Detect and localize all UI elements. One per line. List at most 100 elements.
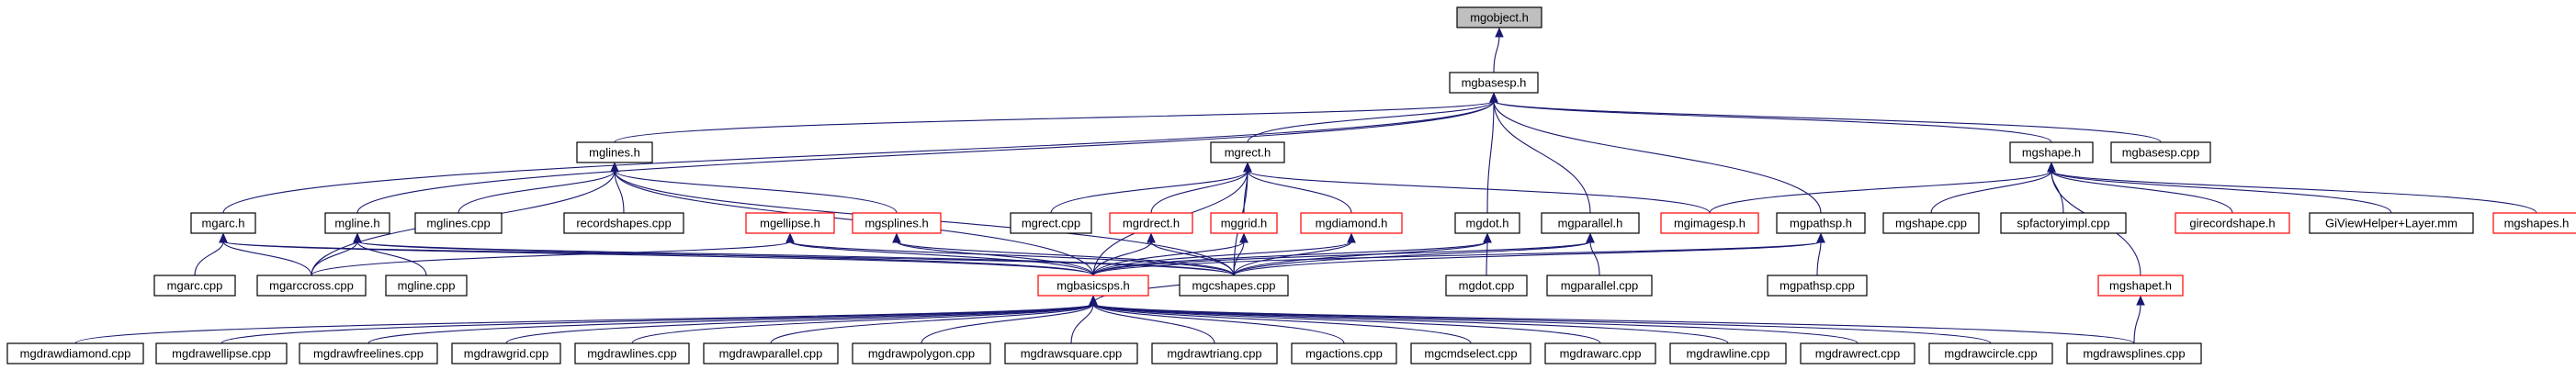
node-box-giviewhelper-mm bbox=[2309, 212, 2474, 234]
node-mglines[interactable]: mglines.h bbox=[576, 141, 653, 163]
node-mgbasesp[interactable]: mgbasesp.h bbox=[1449, 72, 1539, 94]
node-mgbasesp-cpp[interactable]: mgbasesp.cpp bbox=[2110, 141, 2211, 163]
edge-mgdrawparallel-cpp-to-mgbasicsps bbox=[770, 303, 1094, 344]
node-mgdrawsplines-cpp[interactable]: mgdrawsplines.cpp bbox=[2066, 342, 2202, 364]
node-mgdrawdiamond-cpp[interactable]: mgdrawdiamond.cpp bbox=[6, 342, 144, 364]
edge-mgbasicsps-to-mgpathsp bbox=[1092, 241, 1822, 276]
node-label-recordshapes-cpp: recordshapes.cpp bbox=[576, 217, 671, 230]
arrowhead-mgcshapes-cpp-to-mgdot bbox=[1483, 232, 1492, 243]
node-box-mgdrawarc-cpp bbox=[1544, 342, 1656, 364]
node-mgarccross-cpp[interactable]: mgarccross.cpp bbox=[256, 275, 367, 297]
node-box-mgcmdselect-cpp bbox=[1410, 342, 1531, 364]
node-mgcmdselect-cpp[interactable]: mgcmdselect.cpp bbox=[1410, 342, 1531, 364]
arrowhead-mgdrawsplines-cpp-to-mgshapet bbox=[2136, 295, 2145, 306]
node-box-mgline bbox=[324, 212, 390, 234]
node-recordshapes-cpp[interactable]: recordshapes.cpp bbox=[563, 212, 684, 234]
edge-mgdrawellipse-cpp-to-mgbasicsps bbox=[220, 303, 1094, 344]
node-mgdrawrect-cpp[interactable]: mgdrawrect.cpp bbox=[1800, 342, 1915, 364]
node-mgactions-cpp[interactable]: mgactions.cpp bbox=[1291, 342, 1397, 364]
edge-mgpathsp-to-mgbasesp bbox=[1493, 100, 1822, 214]
edge-mgbasicsps-to-mgparallel bbox=[1092, 241, 1591, 276]
node-mgimagesp[interactable]: mgimagesp.h bbox=[1660, 212, 1759, 234]
node-label-mgline-cpp: mgline.cpp bbox=[398, 279, 456, 293]
node-label-mgpathsp-cpp: mgpathsp.cpp bbox=[1779, 279, 1855, 293]
node-label-mgdrawrect-cpp: mgdrawrect.cpp bbox=[1815, 347, 1900, 361]
node-mgdot[interactable]: mgdot.h bbox=[1454, 212, 1520, 234]
node-mgarc-cpp[interactable]: mgarc.cpp bbox=[153, 275, 236, 297]
edge-mgcshapes-cpp-to-mgpathsp bbox=[1233, 241, 1822, 276]
node-label-mgshape: mgshape.h bbox=[2022, 146, 2081, 160]
node-mgshapet[interactable]: mgshapet.h bbox=[2097, 275, 2184, 297]
node-mgobject[interactable]: mgobject.h bbox=[1456, 6, 1542, 28]
arrowhead-mgbasesp-to-mgobject bbox=[1495, 27, 1504, 38]
edge-mgdrawgrid-cpp-to-mgbasicsps bbox=[505, 303, 1094, 344]
node-mgdrawline-cpp[interactable]: mgdrawline.cpp bbox=[1669, 342, 1787, 364]
node-mgdrawarc-cpp[interactable]: mgdrawarc.cpp bbox=[1544, 342, 1656, 364]
node-mgdrawparallel-cpp[interactable]: mgdrawparallel.cpp bbox=[703, 342, 839, 364]
node-label-mgdrawline-cpp: mgdrawline.cpp bbox=[1686, 347, 1769, 361]
node-mgparallel[interactable]: mgparallel.h bbox=[1541, 212, 1640, 234]
node-mgarc[interactable]: mgarc.h bbox=[190, 212, 256, 234]
node-mgshapes[interactable]: mgshapes.h bbox=[2492, 212, 2576, 234]
node-mgsplines[interactable]: mgsplines.h bbox=[852, 212, 942, 234]
node-mgline-cpp[interactable]: mgline.cpp bbox=[385, 275, 468, 297]
node-mggrid[interactable]: mggrid.h bbox=[1210, 212, 1278, 234]
node-box-mgsplines bbox=[852, 212, 942, 234]
node-mgrect-cpp[interactable]: mgrect.cpp bbox=[1010, 212, 1092, 234]
node-label-mgarc: mgarc.h bbox=[202, 217, 245, 230]
node-box-mgshape bbox=[2009, 141, 2094, 163]
edge-mgcshapes-cpp-to-mgellipse bbox=[789, 241, 1235, 276]
node-box-mgdrawline-cpp bbox=[1669, 342, 1787, 364]
node-mgpathsp-cpp[interactable]: mgpathsp.cpp bbox=[1767, 275, 1868, 297]
node-mgline[interactable]: mgline.h bbox=[324, 212, 390, 234]
edge-mgbasicsps-to-mgellipse bbox=[789, 241, 1094, 276]
edge-mgrect-to-mgbasesp bbox=[1247, 100, 1495, 143]
node-mgellipse[interactable]: mgellipse.h bbox=[745, 212, 835, 234]
arrowhead-mgcshapes-cpp-to-mgrect bbox=[1243, 162, 1252, 173]
node-box-mgdrawrect-cpp bbox=[1800, 342, 1915, 364]
node-mgdrawcircle-cpp[interactable]: mgdrawcircle.cpp bbox=[1928, 342, 2053, 364]
node-mgdrawpolygon-cpp[interactable]: mgdrawpolygon.cpp bbox=[852, 342, 991, 364]
edge-mgbasicsps-to-mgdiamond bbox=[1092, 241, 1352, 276]
node-mgdrawtriang-cpp[interactable]: mgdrawtriang.cpp bbox=[1151, 342, 1278, 364]
node-mgshape-cpp[interactable]: mgshape.cpp bbox=[1882, 212, 1980, 234]
edge-mgsplines-to-mglines bbox=[614, 170, 898, 214]
edge-mgdrawlines-cpp-to-mgbasicsps bbox=[631, 303, 1094, 344]
node-label-mgdot: mgdot.h bbox=[1466, 217, 1509, 230]
edge-mgline-to-mgbasesp bbox=[356, 100, 1495, 214]
node-mgcshapes-cpp[interactable]: mgcshapes.cpp bbox=[1179, 275, 1289, 297]
node-mgpathsp[interactable]: mgpathsp.h bbox=[1776, 212, 1866, 234]
node-label-mgline: mgline.h bbox=[334, 217, 379, 230]
node-mgdrawlines-cpp[interactable]: mgdrawlines.cpp bbox=[574, 342, 690, 364]
node-label-mgarccross-cpp: mgarccross.cpp bbox=[269, 279, 354, 293]
node-box-mggrid bbox=[1210, 212, 1278, 234]
edge-mgimagesp-to-mgrect bbox=[1247, 170, 1711, 214]
node-mgparallel-cpp[interactable]: mgparallel.cpp bbox=[1546, 275, 1653, 297]
node-mglines-cpp[interactable]: mglines.cpp bbox=[414, 212, 503, 234]
node-mgbasicsps[interactable]: mgbasicsps.h bbox=[1037, 275, 1149, 297]
edge-mgarc-cpp-to-mgarc bbox=[194, 241, 224, 276]
node-girecordshape[interactable]: girecordshape.h bbox=[2175, 212, 2290, 234]
node-label-mgarc-cpp: mgarc.cpp bbox=[167, 279, 223, 293]
arrowhead-mgpathsp-to-mgbasesp bbox=[1489, 92, 1498, 103]
node-mgdot-cpp[interactable]: mgdot.cpp bbox=[1445, 275, 1528, 297]
edge-mgcshapes-cpp-to-mgsplines bbox=[896, 241, 1235, 276]
edge-mgcmdselect-cpp-to-mgbasicsps bbox=[1092, 303, 1472, 344]
node-mgrect[interactable]: mgrect.h bbox=[1210, 141, 1285, 163]
node-mgdrawgrid-cpp[interactable]: mgdrawgrid.cpp bbox=[451, 342, 561, 364]
node-label-mgdrawsquare-cpp: mgdrawsquare.cpp bbox=[1021, 347, 1123, 361]
edge-mgdot-cpp-to-mgdot bbox=[1486, 241, 1488, 276]
arrowhead-mgcshapes-cpp-to-mglines bbox=[610, 162, 619, 173]
node-mgshape[interactable]: mgshape.h bbox=[2009, 141, 2094, 163]
node-mgdiamond[interactable]: mgdiamond.h bbox=[1300, 212, 1403, 234]
node-mgdrawfreelines-cpp[interactable]: mgdrawfreelines.cpp bbox=[299, 342, 438, 364]
node-mgdrawsquare-cpp[interactable]: mgdrawsquare.cpp bbox=[1004, 342, 1138, 364]
edge-mgbasicsps-to-mggrid bbox=[1092, 241, 1245, 276]
node-box-mgpathsp bbox=[1776, 212, 1866, 234]
node-giviewhelper-mm[interactable]: GiViewHelper+Layer.mm bbox=[2309, 212, 2474, 234]
node-mgrdrect[interactable]: mgrdrect.h bbox=[1109, 212, 1193, 234]
node-spfactoryimpl-cpp[interactable]: spfactoryimpl.cpp bbox=[2000, 212, 2127, 234]
node-box-mgdrawtriang-cpp bbox=[1151, 342, 1278, 364]
node-mgdrawellipse-cpp[interactable]: mgdrawellipse.cpp bbox=[155, 342, 288, 364]
node-label-mgdrawdiamond-cpp: mgdrawdiamond.cpp bbox=[20, 347, 131, 361]
